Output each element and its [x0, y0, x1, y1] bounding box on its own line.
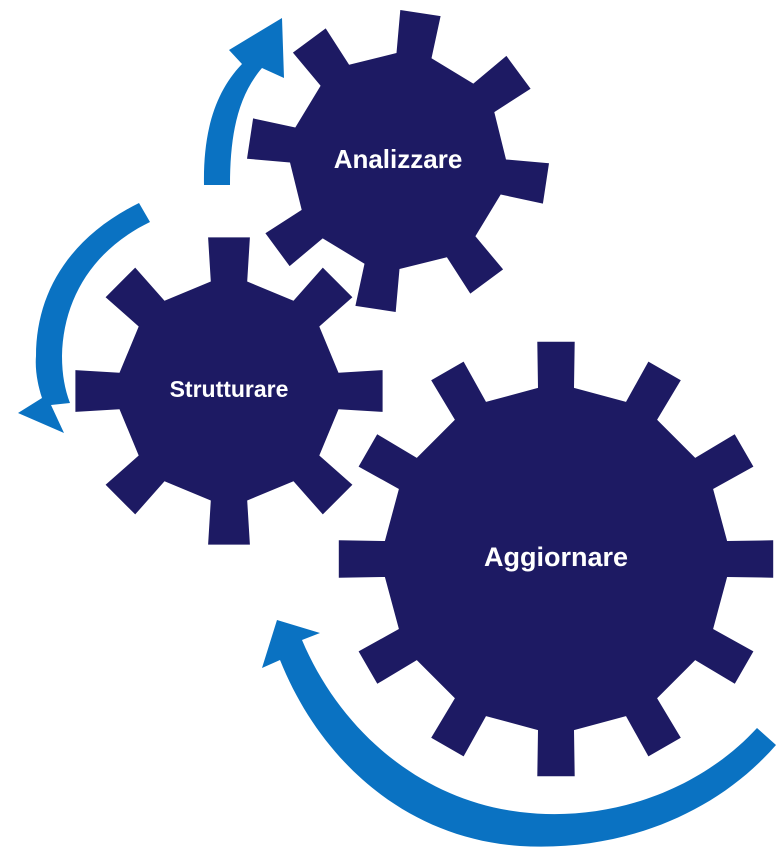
gear-aggiornare-shape [338, 341, 774, 777]
gear-analizzare-label: Analizzare [334, 144, 463, 174]
gear-strutturare-label: Strutturare [170, 376, 289, 402]
gear-aggiornare-label: Aggiornare [484, 542, 628, 572]
gear-strutturare: Strutturare [75, 237, 383, 545]
gear-aggiornare: Aggiornare [338, 341, 774, 777]
arrow-top-up [203, 18, 284, 185]
arrow-bottom-curve [262, 620, 776, 847]
arrow-left-down [18, 203, 150, 433]
gear-analizzare: Analizzare [247, 10, 549, 312]
gear-analizzare-shape [247, 10, 549, 312]
gear-strutturare-shape [75, 237, 383, 545]
